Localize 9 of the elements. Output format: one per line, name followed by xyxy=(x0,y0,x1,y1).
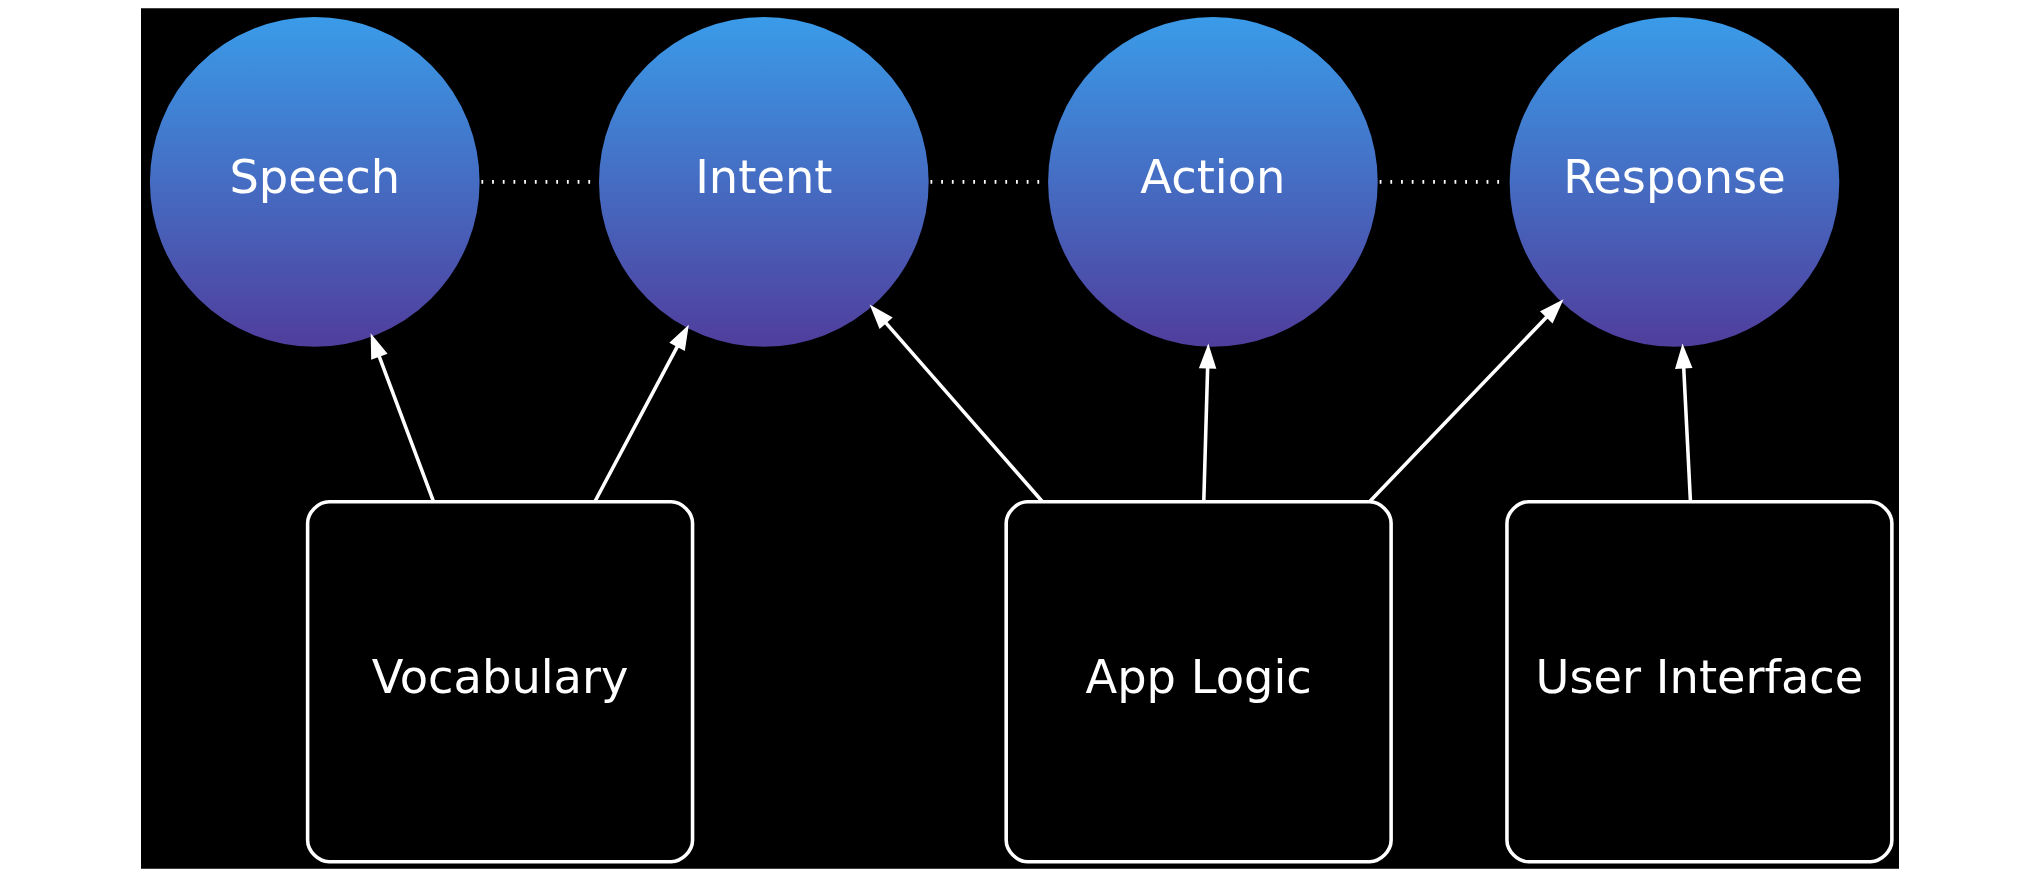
arrow xyxy=(370,333,435,503)
node-box: User Interface xyxy=(1504,500,1894,864)
node-box: App Logic xyxy=(1003,500,1393,864)
arrow xyxy=(1198,343,1216,502)
arrow xyxy=(1367,299,1564,503)
arrow xyxy=(869,304,1044,503)
node-box: Vocabulary xyxy=(305,500,694,864)
arrow xyxy=(1674,343,1692,502)
arrow xyxy=(592,324,689,503)
